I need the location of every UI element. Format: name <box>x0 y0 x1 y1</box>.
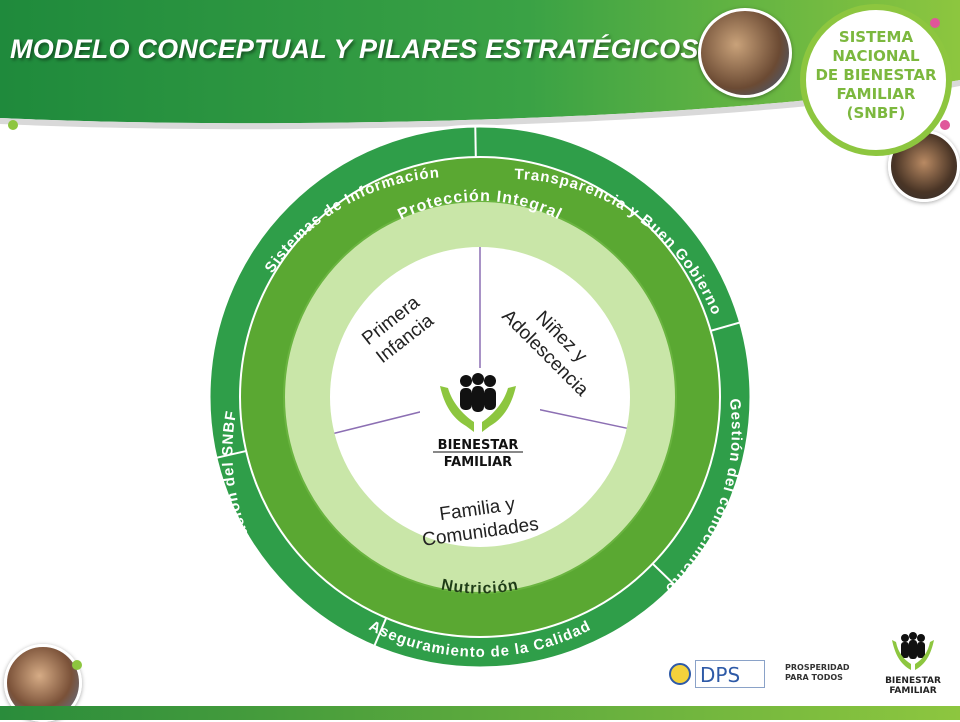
footer-family-icon <box>892 632 934 670</box>
pink-dot-right <box>940 120 950 130</box>
outer-ring-border <box>207 124 753 670</box>
logo-text-line: FAMILIAR <box>444 455 512 470</box>
snbf-badge-text: SISTEMA NACIONAL DE BIENESTAR FAMILIAR (… <box>815 28 937 122</box>
colombia-seal-icon <box>669 663 691 685</box>
footer-logo-text: BIENESTAR FAMILIAR <box>885 676 941 696</box>
children-photo-top <box>698 8 792 98</box>
dps-logo: DPS <box>695 660 765 688</box>
green-dot-left <box>8 120 18 130</box>
prosperidad-logo: PROSPERIDAD PARA TODOS <box>785 663 850 682</box>
bienestar-familiar-logo: BIENESTAR FAMILIAR <box>420 368 540 476</box>
middle-ring-bottom-label: Nutrición <box>440 577 520 598</box>
snbf-badge: SISTEMA NACIONAL DE BIENESTAR FAMILIAR (… <box>800 4 952 156</box>
family-figures-icon <box>460 373 496 412</box>
outer-ring-divider <box>215 449 249 459</box>
pink-dot-top-right <box>930 18 940 28</box>
green-dot-bottom <box>72 660 82 670</box>
outer-ring-divider <box>474 126 477 160</box>
footer-bar <box>0 706 960 720</box>
outer-ring-divider <box>650 561 676 586</box>
outer-ring-divider <box>373 615 388 647</box>
logo-text-line: BIENESTAR <box>438 438 519 453</box>
footer-bienestar-logo: BIENESTAR FAMILIAR <box>878 630 948 700</box>
outer-ring-divider <box>708 321 741 333</box>
sponsor-logos: DPS PROSPERIDAD PARA TODOS <box>665 655 865 697</box>
hands-icon <box>440 386 516 432</box>
page-title: MODELO CONCEPTUAL Y PILARES ESTRATÉGICOS <box>10 34 699 64</box>
